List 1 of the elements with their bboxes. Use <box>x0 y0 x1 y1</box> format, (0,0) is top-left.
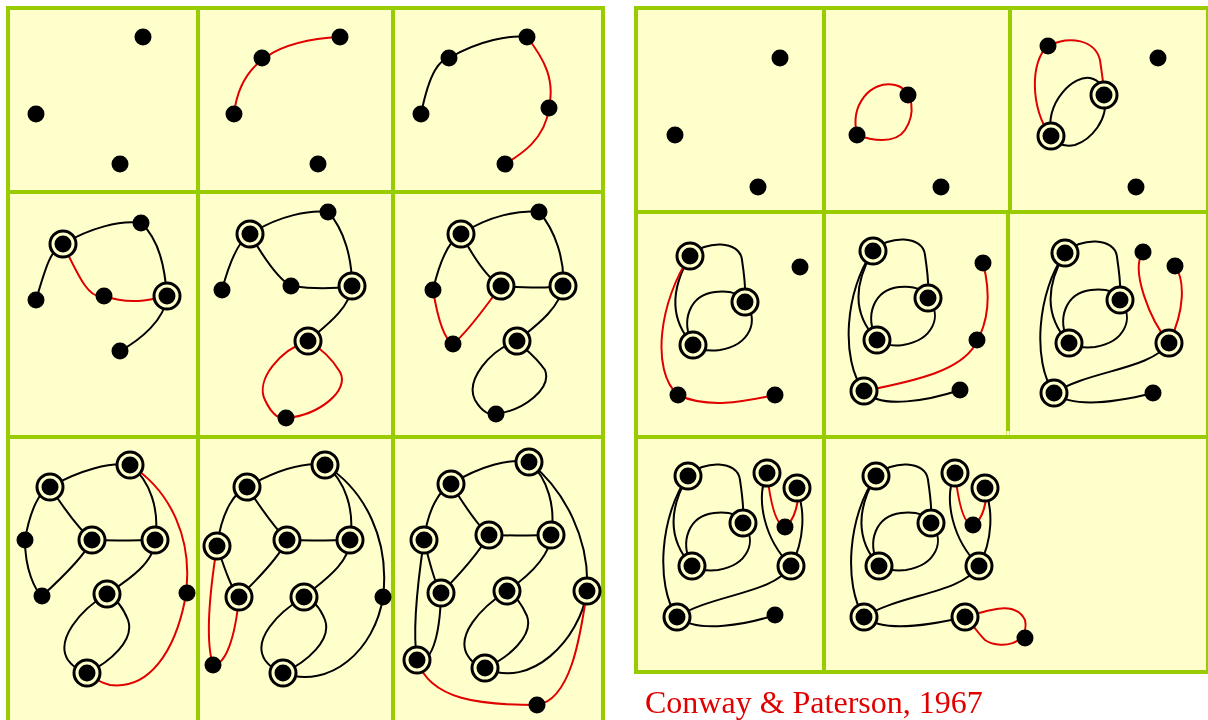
caption: Conway & Paterson, 1967 <box>645 684 983 720</box>
